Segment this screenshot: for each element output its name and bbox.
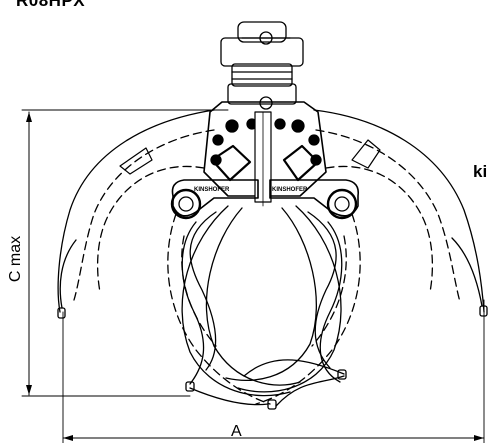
- plate-text-right: KINSHOFER: [272, 187, 308, 193]
- hydraulic-cylinder-left: [210, 144, 252, 182]
- dashed-jaw-ghosts: [167, 213, 361, 405]
- dimension-a-label: A: [231, 423, 242, 440]
- model-label: R08HPX: [16, 0, 86, 10]
- rotator-link: [220, 21, 304, 110]
- crossbar-right: [269, 179, 360, 220]
- open-arm-left-outline: [57, 109, 215, 313]
- dimension-c-line: [21, 109, 229, 397]
- plate-text-left: KINSHOFER: [194, 187, 230, 193]
- brand-fragment: ki: [473, 162, 488, 181]
- hydraulic-cylinder-right: [282, 144, 320, 182]
- open-arm-right-outline: [313, 109, 485, 313]
- grapple-jaw-right-solid: [189, 205, 345, 407]
- grapple-jaw-left-solid: [181, 205, 301, 397]
- jaw-tips: [57, 305, 488, 410]
- crossbar-left: [170, 179, 259, 220]
- dimension-a-line: [62, 299, 485, 443]
